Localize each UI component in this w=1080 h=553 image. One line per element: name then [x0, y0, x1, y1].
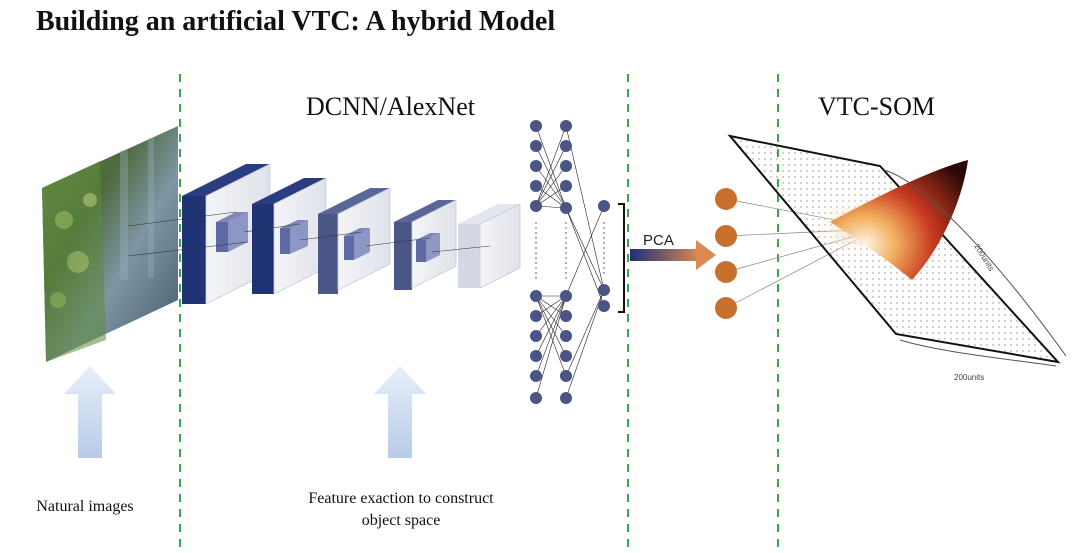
dcnn-section-title: DCNN/AlexNet — [306, 92, 475, 121]
fc-node — [530, 120, 542, 132]
fc-node — [530, 350, 542, 362]
fc-node — [530, 310, 542, 322]
conv-layer-3 — [318, 187, 391, 294]
vtc-som-map: 200units 200units — [727, 134, 1067, 382]
output-bracket — [618, 203, 625, 313]
fc-node — [560, 160, 572, 172]
fc-node — [560, 350, 572, 362]
som-bottom-dimension — [899, 339, 1057, 367]
fc-ellipsis — [535, 222, 605, 282]
fc-node — [598, 300, 610, 312]
pca-node — [715, 225, 737, 247]
fc-node — [530, 140, 542, 152]
fc-node — [530, 330, 542, 342]
slide-title: Building an artificial VTC: A hybrid Mod… — [36, 6, 556, 37]
fully-connected-network — [530, 120, 625, 404]
som-section-title: VTC-SOM — [818, 92, 936, 121]
layer-connection-lines — [127, 211, 491, 257]
natural-images-caption: Natural images — [36, 498, 134, 515]
up-arrow-feature-extraction — [374, 366, 426, 458]
som-side-dimension-label: 200units — [972, 242, 996, 272]
fc-node — [560, 330, 572, 342]
pca-node — [715, 297, 737, 319]
pca-node — [715, 188, 737, 210]
fc-node — [560, 310, 572, 322]
fc-node — [560, 370, 572, 382]
fc-node — [560, 392, 572, 404]
conv-layer-5 — [458, 203, 521, 289]
fc-node — [530, 160, 542, 172]
cnn-layers — [127, 163, 521, 305]
feature-caption-line-2: object space — [361, 512, 441, 529]
fc-node — [530, 370, 542, 382]
feature-extraction-caption: Feature exaction to construct object spa… — [262, 488, 540, 532]
up-arrow-natural-images — [64, 366, 116, 458]
fc-node — [530, 392, 542, 404]
fc-node — [530, 200, 542, 212]
fc-node — [560, 140, 572, 152]
fc-node — [560, 120, 572, 132]
fc-node — [598, 200, 610, 212]
fc-connections — [535, 125, 605, 399]
fc-node — [560, 180, 572, 192]
som-activation-peak — [830, 160, 968, 280]
pca-nodes — [715, 188, 737, 319]
conv-layer-4 — [394, 199, 457, 290]
pca-components — [715, 188, 857, 319]
pca-label: PCA — [643, 232, 674, 249]
fc-node — [530, 180, 542, 192]
pca-arrow: PCA — [630, 232, 716, 270]
fc-node — [598, 284, 610, 296]
conv-layer-2 — [252, 177, 327, 295]
fc-node — [560, 290, 572, 302]
section-dividers — [179, 74, 779, 553]
som-side-dimension — [883, 169, 1067, 357]
fc-node — [530, 290, 542, 302]
fc-node — [560, 202, 572, 214]
pca-node — [715, 261, 737, 283]
fc-nodes — [530, 120, 610, 404]
feature-caption-line-1: Feature exaction to construct — [308, 490, 494, 507]
natural-image-photo — [42, 126, 178, 362]
som-bottom-dimension-label: 200units — [954, 373, 984, 382]
